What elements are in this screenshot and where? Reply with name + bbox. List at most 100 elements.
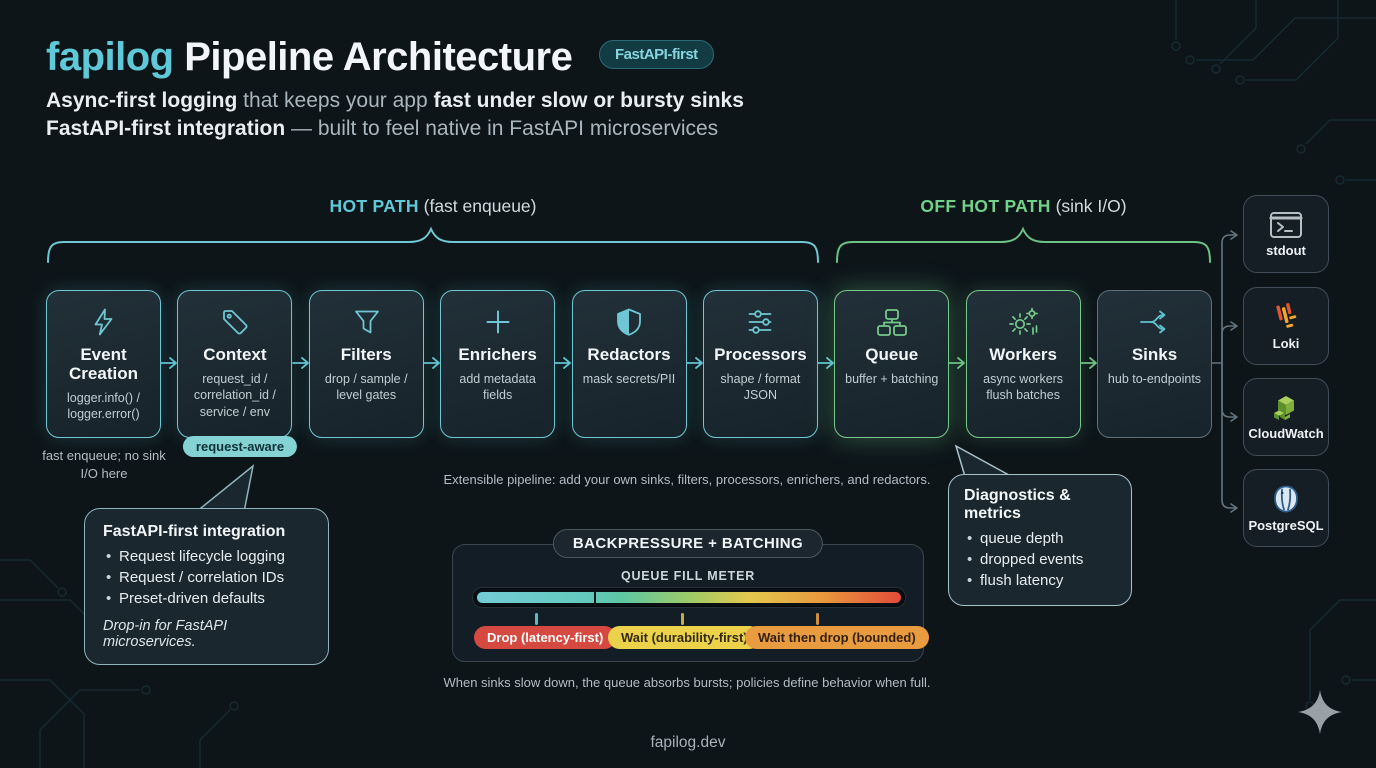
backpressure-pill: BACKPRESSURE + BATCHING [552,529,824,558]
stage-event-creation: Event Creation logger.info() / logger.er… [46,290,161,438]
sink-fanout-connector [1211,230,1238,513]
fastapi-callout-list: Request lifecycle logging Request / corr… [103,548,310,607]
stage-title: Event Creation [69,345,138,384]
tag-icon [220,304,250,340]
request-aware-badge: request-aware [182,436,298,457]
stage-desc: hub to-endpoints [1107,372,1202,387]
terminal-icon [1269,211,1303,239]
stage-sinks: Sinks hub to-endpoints [1097,290,1212,438]
extensible-note: Extensible pipeline: add your own sinks,… [443,472,931,487]
stage-enrichers: Enrichers add metadata fields [440,290,556,438]
queue-caption: When sinks slow down, the queue absorbs … [443,675,931,690]
off-hot-path-brace [836,226,1211,263]
stage-title: Enrichers [458,345,537,364]
meter-threshold-divider [593,591,596,606]
diagnostics-callout-title: Diagnostics & metrics [964,487,1071,522]
off-hot-path-title: OFF HOT PATH [920,196,1051,216]
queue-fill-meter [473,588,905,607]
backpressure-card: QUEUE FILL METER Drop (latency-first) Wa… [452,544,929,662]
plus-icon [483,304,513,340]
split-arrows-icon [1138,304,1172,340]
policy-wait-badge: Wait (durability-first) [608,626,761,649]
off-hot-path-label: OFF HOT PATH (sink I/O) [835,196,1212,217]
stage-desc: logger.info() / logger.error() [67,391,140,422]
list-item: Request lifecycle logging [103,548,310,565]
tagline-1-bold2: fast under slow or bursty sinks [433,89,744,112]
stage-queue: Queue buffer + batching [834,290,950,438]
fastapi-callout-pointer [193,464,255,513]
policy-wait-drop-badge: Wait then drop (bounded) [745,626,929,649]
endpoint-stdout: stdout [1243,195,1329,273]
list-item: flush latency [964,572,1116,589]
stage-title: Processors [714,345,807,364]
endpoint-cloudwatch: CloudWatch [1243,378,1329,456]
endpoint-label: CloudWatch [1248,425,1324,441]
header: fapilog Pipeline Architecture FastAPI-fi… [46,34,744,141]
off-hot-path-subtitle: (sink I/O) [1050,196,1127,216]
fast-enqueue-note: fast enqueue; no sink I/O here [42,448,166,481]
list-item: Preset-driven defaults [103,590,310,607]
hot-path-label: HOT PATH (fast enqueue) [46,196,820,217]
list-item: queue depth [964,530,1116,547]
cloudwatch-logo [1270,394,1302,422]
list-item: Request / correlation IDs [103,569,310,586]
diagnostics-callout: Diagnostics & metrics queue depth droppe… [948,474,1132,606]
hot-path-subtitle: (fast enqueue) [418,196,537,216]
sparkle-icon [1298,690,1342,734]
stage-desc: async workers flush batches [983,372,1064,403]
stage-title: Filters [340,345,392,364]
queue-fill-meter-label: QUEUE FILL METER [620,569,756,583]
endpoint-postgresql: PostgreSQL [1243,469,1329,547]
footer-site-url: fapilog.dev [650,734,726,751]
lightning-icon [89,304,119,340]
stage-workers: Workers async workers flush batches [965,290,1081,438]
endpoint-loki: Loki [1243,287,1329,365]
page-title: fapilog Pipeline Architecture FastAPI-fi… [46,34,744,80]
fastapi-callout: FastAPI-first integration Request lifecy… [84,508,329,665]
list-item: dropped events [964,551,1116,568]
pipeline-row: Event Creation logger.info() / logger.er… [46,290,1212,438]
stage-filters: Filters drop / sample / level gates [308,290,424,438]
diagnostics-callout-list: queue depth dropped events flush latency [964,530,1116,589]
endpoint-label: stdout [1266,242,1306,258]
tagline-2-rest: — built to feel native in FastAPI micros… [285,117,719,140]
fastapi-callout-footnote: Drop-in for FastAPI microservices. [103,618,228,650]
queue-fill-gradient-bar [477,591,901,606]
stage-title: Workers [989,345,1057,364]
meter-tick [535,613,538,625]
sliders-icon [745,304,775,340]
workers-gear-icon [1006,304,1040,340]
endpoint-label: Loki [1272,335,1300,351]
meter-tick [816,613,819,625]
stage-desc: request_id / correlation_id / service / … [193,372,276,419]
meter-tick [681,613,684,625]
stage-context: Context request_id / correlation_id / se… [177,290,293,438]
stage-desc: drop / sample / level gates [324,372,408,403]
stage-desc: mask secrets/PII [582,372,676,387]
hot-path-title: HOT PATH [329,196,419,216]
tagline-1-mid: that keeps your app [237,89,434,112]
fastapi-first-badge: FastAPI-first [598,39,714,70]
tagline-2: FastAPI-first integration — built to fee… [46,117,744,141]
loki-logo [1271,302,1301,332]
tagline-1: Async-first logging that keeps your app … [46,89,744,113]
stage-desc: shape / format JSON [720,372,801,403]
stage-title: Sinks [1131,345,1178,364]
stage-title: Context [203,345,267,364]
title-text: Pipeline Architecture [184,35,573,79]
funnel-icon [351,304,381,340]
stage-processors: Processors shape / format JSON [702,290,818,438]
stage-desc: add metadata fields [459,372,536,403]
endpoint-label: PostgreSQL [1248,517,1324,533]
stage-redactors: Redactors mask secrets/PII [571,290,687,438]
shield-icon [614,304,644,340]
hot-path-brace [47,226,819,263]
stage-title: Redactors [587,345,671,364]
policy-drop-badge: Drop (latency-first) [474,626,617,649]
tagline-1-bold1: Async-first logging [46,89,238,112]
fastapi-callout-title: FastAPI-first integration [103,523,286,540]
brand-name: fapilog [46,35,174,79]
postgresql-logo [1271,484,1301,514]
queue-icon [875,304,909,340]
